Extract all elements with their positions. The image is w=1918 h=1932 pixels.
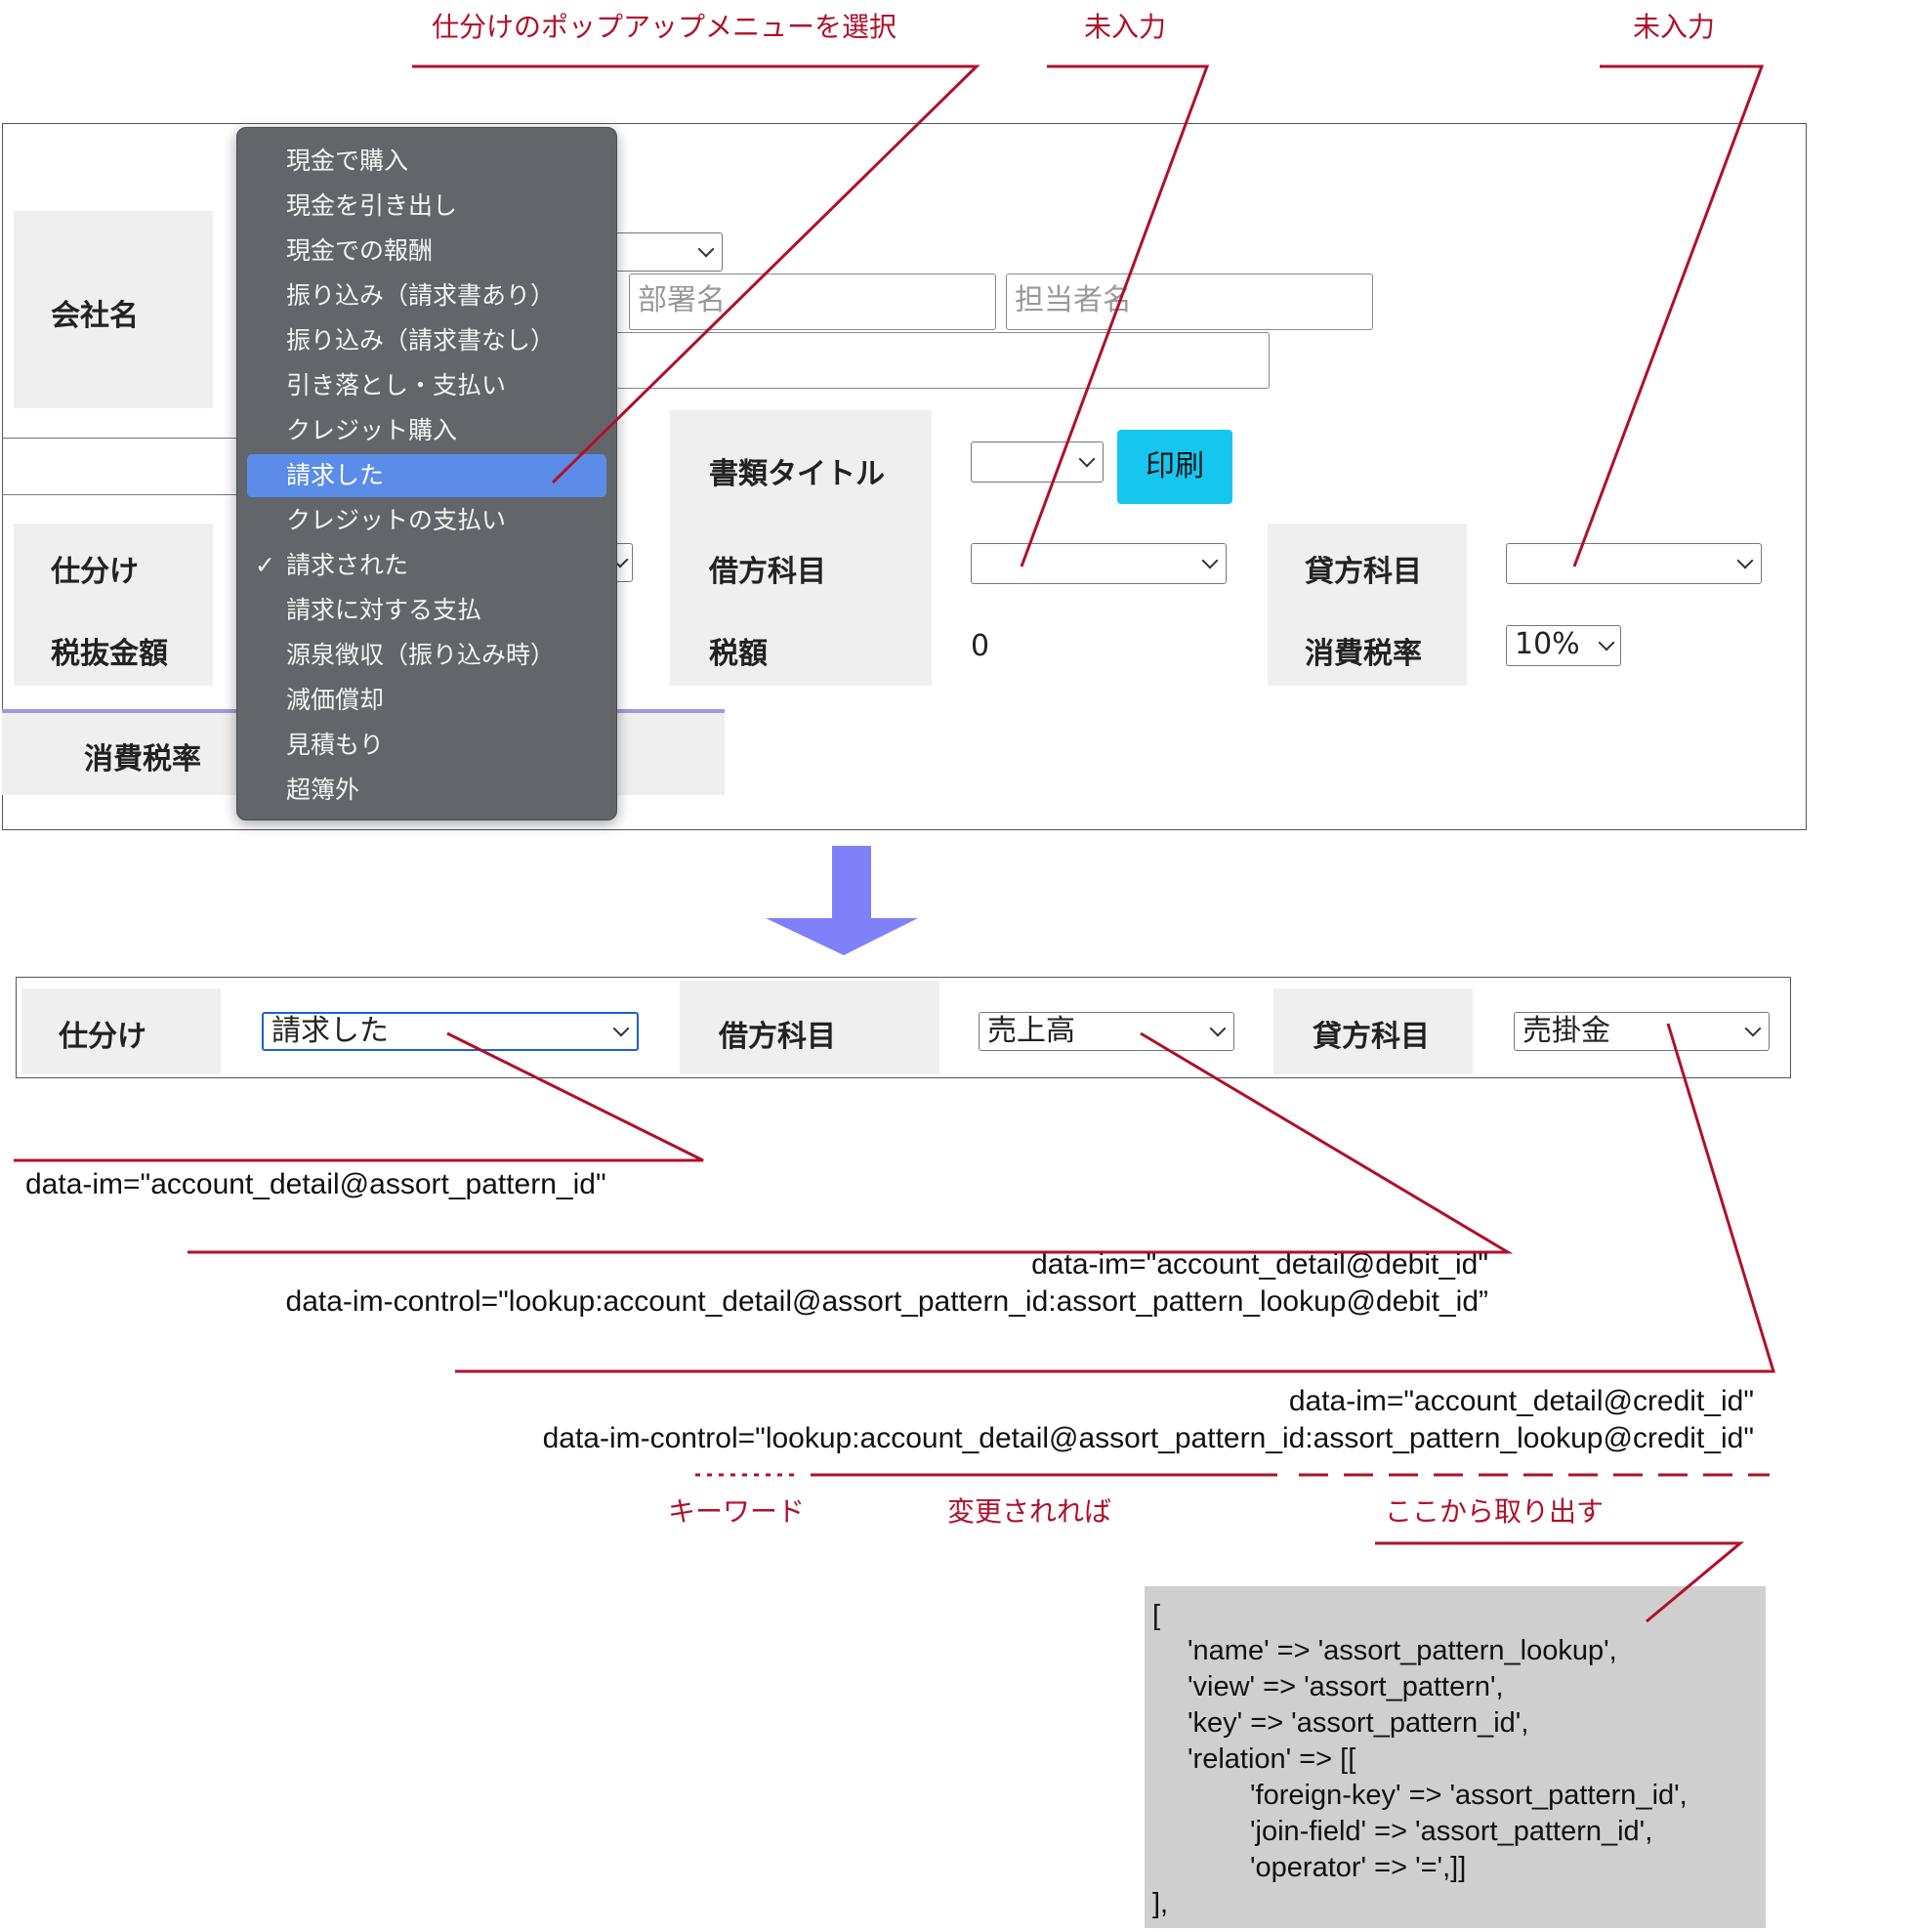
assort-after-value: 請求した xyxy=(271,1014,389,1048)
popup-menu-item-label: 見積もり xyxy=(286,731,385,759)
pretax-label: 税抜金額 xyxy=(51,637,168,671)
popup-menu-item[interactable]: 振り込み（請求書あり） xyxy=(247,274,606,317)
credit-data-im: data-im="account_detail@credit_id" xyxy=(1288,1385,1754,1417)
popup-menu-item-label: 請求された xyxy=(286,551,409,579)
popup-menu-item[interactable]: 引き落とし・支払い xyxy=(247,364,606,407)
credit-select[interactable] xyxy=(1506,543,1762,584)
popup-menu-item-label: 現金での報酬 xyxy=(286,236,434,265)
code-line: ], xyxy=(1152,1888,1169,1919)
person-input[interactable]: 担当者名 xyxy=(1006,273,1373,330)
popup-menu-item-label: 超簿外 xyxy=(286,776,360,804)
assort-label-box xyxy=(14,524,213,686)
popup-menu-item-label: 現金を引き出し xyxy=(286,191,458,220)
annotation-not-entered-credit: 未入力 xyxy=(1633,11,1716,43)
company-label-box xyxy=(14,211,213,408)
row-divider xyxy=(2,438,236,439)
popup-menu-item-label: 引き落とし・支払い xyxy=(286,371,507,399)
tax-rate-tab-label: 消費税率 xyxy=(84,742,201,777)
doc-title-label: 書類タイトル xyxy=(709,457,885,491)
doc-title-select[interactable] xyxy=(971,441,1104,483)
credit-data-im-control: data-im-control="lookup:account_detail@a… xyxy=(542,1422,1754,1454)
lookup-config-code-block: [ 'name' => 'assort_pattern_lookup', 'vi… xyxy=(1145,1586,1766,1928)
print-button[interactable]: 印刷 xyxy=(1117,430,1232,504)
popup-menu-item[interactable]: 超簿外 xyxy=(247,769,606,812)
popup-menu-item[interactable]: ✓ 請求された xyxy=(247,544,606,587)
row-divider xyxy=(2,494,236,495)
debit-after-select[interactable]: 売上高 xyxy=(979,1012,1234,1051)
checkmark-icon: ✓ xyxy=(255,551,275,579)
popup-menu-item[interactable]: 現金で購入 xyxy=(247,140,606,183)
debit-label: 借方科目 xyxy=(709,555,826,589)
popup-menu-item[interactable]: 源泉徴収（振り込み時） xyxy=(247,634,606,677)
popup-menu-item-label: クレジット購入 xyxy=(286,416,458,444)
code-line: 'name' => 'assort_pattern_lookup', xyxy=(1188,1635,1617,1666)
credit-after-value: 売掛金 xyxy=(1522,1014,1610,1048)
popup-menu-item[interactable]: 請求した xyxy=(247,454,606,497)
popup-menu-item[interactable]: 減価償却 xyxy=(247,679,606,722)
arrow-down-icon xyxy=(766,846,918,955)
address-input[interactable] xyxy=(615,332,1270,389)
company-label: 会社名 xyxy=(51,299,139,333)
code-line: 'relation' => [[ xyxy=(1188,1743,1356,1775)
tax-value: 0 xyxy=(971,629,990,663)
tax-label: 税額 xyxy=(709,637,768,671)
code-line: 'foreign-key' => 'assort_pattern_id', xyxy=(1250,1780,1688,1811)
popup-menu-item[interactable]: クレジット購入 xyxy=(247,409,606,452)
annotation-keyword: キーワード xyxy=(668,1495,806,1528)
credit-after-label: 貸方科目 xyxy=(1313,1020,1430,1054)
popup-menu-item-label: 請求した xyxy=(286,461,385,489)
debit-data-im: data-im="account_detail@debit_id" xyxy=(1031,1248,1488,1281)
popup-menu-item-label: 現金で購入 xyxy=(286,147,409,175)
popup-menu-item[interactable]: 振り込み（請求書なし） xyxy=(247,319,606,362)
popup-menu-item[interactable]: 現金を引き出し xyxy=(247,185,606,228)
popup-menu-item[interactable]: クレジットの支払い xyxy=(247,499,606,542)
annotation-select-popup: 仕分けのポップアップメニューを選択 xyxy=(432,11,897,43)
debit-after-label: 借方科目 xyxy=(719,1020,836,1054)
dept-input[interactable]: 部署名 xyxy=(629,273,996,330)
credit-after-select[interactable]: 売掛金 xyxy=(1514,1012,1770,1051)
code-line: 'view' => 'assort_pattern', xyxy=(1188,1671,1504,1702)
popup-menu-item-label: 振り込み（請求書あり） xyxy=(286,281,556,310)
popup-menu-item-label: 減価償却 xyxy=(286,686,385,714)
debit-after-value: 売上高 xyxy=(987,1014,1075,1048)
popup-menu-item-label: 振り込み（請求書なし） xyxy=(286,326,556,355)
annotation-if-changed: 変更されれば xyxy=(947,1495,1112,1528)
annotation-not-entered-debit: 未入力 xyxy=(1084,11,1167,43)
assort-label: 仕分け xyxy=(51,555,139,589)
code-line: 'operator' => '=',]] xyxy=(1250,1852,1467,1883)
assort-popup-menu[interactable]: 現金で購入現金を引き出し現金での報酬振り込み（請求書あり） 振り込み（請求書なし）… xyxy=(236,127,617,820)
popup-menu-item-label: 請求に対する支払 xyxy=(286,596,482,624)
debit-select[interactable] xyxy=(971,543,1227,584)
popup-menu-item-label: クレジットの支払い xyxy=(286,506,507,534)
tax-rate-label: 消費税率 xyxy=(1305,637,1422,671)
debit-data-im-control: data-im-control="lookup:account_detail@a… xyxy=(285,1285,1488,1318)
assort-data-im: data-im="account_detail@assort_pattern_i… xyxy=(25,1168,606,1200)
code-line: [ xyxy=(1152,1600,1161,1631)
assort-after-select[interactable]: 請求した xyxy=(262,1012,639,1051)
code-line: 'key' => 'assort_pattern_id', xyxy=(1188,1707,1529,1739)
tax-rate-select[interactable]: 10% xyxy=(1506,625,1621,666)
credit-label-box xyxy=(1268,524,1467,686)
code-line: 'join-field' => 'assort_pattern_id', xyxy=(1250,1816,1653,1847)
popup-menu-item-label: 源泉徴収（振り込み時） xyxy=(286,641,556,669)
annotation-extract-from-here: ここから取り出す xyxy=(1385,1495,1605,1528)
assort-after-label: 仕分け xyxy=(59,1020,146,1054)
tax-rate-value: 10% xyxy=(1515,627,1580,661)
credit-label: 貸方科目 xyxy=(1305,555,1422,589)
popup-menu-item[interactable]: 現金での報酬 xyxy=(247,230,606,273)
popup-menu-item[interactable]: 請求に対する支払 xyxy=(247,589,606,632)
company-select[interactable] xyxy=(615,232,723,272)
popup-menu-item[interactable]: 見積もり xyxy=(247,724,606,767)
